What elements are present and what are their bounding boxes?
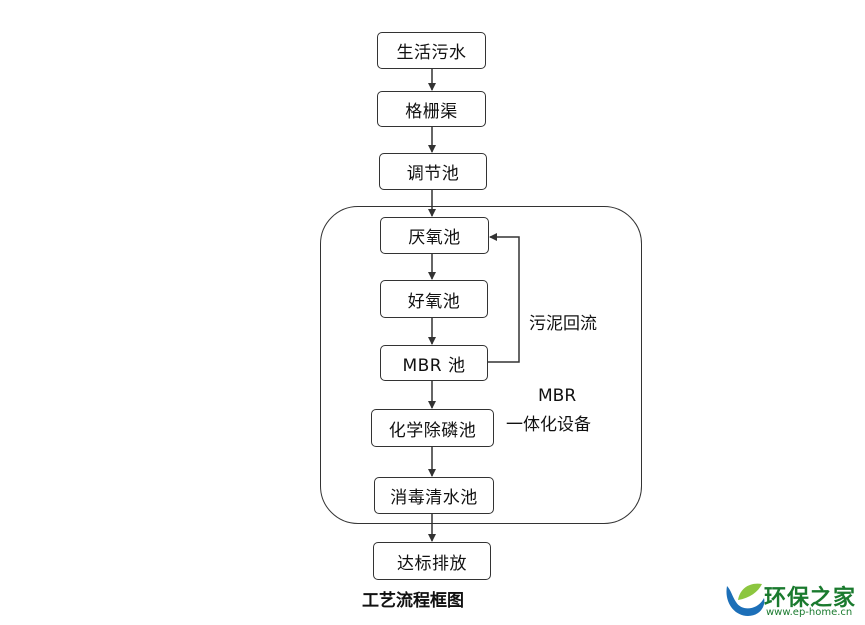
- step-aerobic-tank: 好氧池: [380, 280, 488, 318]
- step-bar-screen-channel: 格栅渠: [377, 91, 486, 127]
- mbr-group-label-line1: MBR: [538, 386, 577, 406]
- sludge-recycle-label: 污泥回流: [529, 314, 597, 334]
- step-discharge-to-standard: 达标排放: [373, 542, 491, 580]
- ep-home-logo-icon: [726, 583, 765, 616]
- step-chemical-phosphorus-removal-tank: 化学除磷池: [371, 409, 494, 447]
- mbr-group-label-line2: 一体化设备: [506, 415, 591, 435]
- step-mbr-tank: MBR 池: [380, 345, 488, 381]
- step-domestic-sewage: 生活污水: [377, 32, 486, 69]
- watermark-brand: 环保之家: [764, 586, 857, 611]
- diagram-caption: 工艺流程框图: [362, 591, 464, 611]
- mbr-integrated-equipment-group: [320, 206, 642, 524]
- step-anaerobic-tank: 厌氧池: [380, 217, 489, 254]
- step-disinfection-clear-water-tank: 消毒清水池: [374, 477, 494, 514]
- watermark-url: www.ep-home.cn: [766, 607, 853, 618]
- step-equalization-tank: 调节池: [379, 153, 487, 190]
- sludge-recycle-arrow: [488, 233, 520, 363]
